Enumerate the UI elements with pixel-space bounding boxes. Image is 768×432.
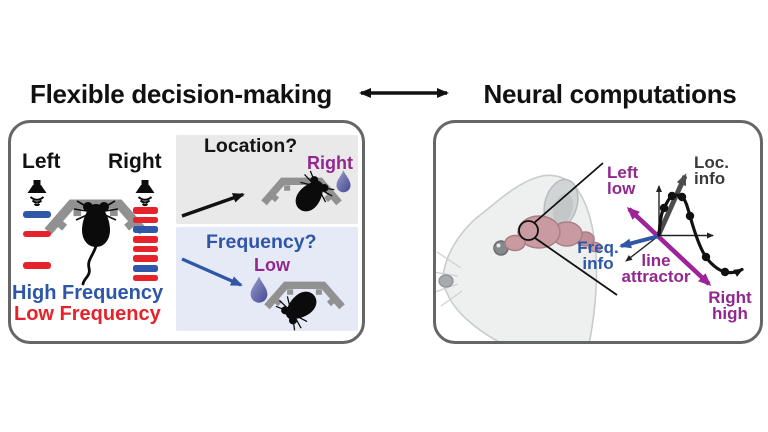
low-frequency-bar [23, 230, 51, 237]
curve-dot [677, 192, 687, 202]
left-bar-stack [23, 211, 51, 271]
loc-info-line2: info [694, 168, 726, 188]
low-frequency-bar [133, 274, 158, 282]
low-frequency-bar [133, 216, 158, 224]
brain-zoom-line-upper [533, 162, 604, 224]
location-arrow-icon [181, 192, 245, 218]
right-bar-stack [133, 207, 158, 282]
curve-dot [659, 203, 669, 213]
right-speaker-label: Right [108, 150, 162, 173]
right-high-label: Right high [704, 288, 756, 323]
tuning-curve-dots [659, 191, 730, 277]
line-attractor-label: line attractor [617, 251, 695, 286]
left-title: Flexible decision-making [30, 79, 332, 109]
low-frequency-bar [133, 245, 158, 253]
right-title: Neural computations [483, 79, 737, 109]
frequency-question: Frequency? [206, 231, 317, 253]
whiskers-icon [433, 251, 463, 307]
behavior-panel: Left Right High Frequency Low Frequency … [8, 120, 365, 344]
left-low-line1: Left [607, 163, 639, 182]
freq-info-line1: Freq. [577, 238, 619, 257]
loc-info-arrow [656, 173, 688, 236]
line-attractor-line2: attractor [621, 266, 691, 286]
location-question: Location? [204, 135, 298, 157]
right-high-line2: high [712, 303, 748, 323]
loc-info-line1: Loc. [694, 153, 729, 172]
left-speaker-label: Left [22, 150, 61, 173]
freq-info-arrow [619, 234, 660, 249]
loc-info-label: Loc. info [694, 153, 729, 188]
frequency-question-box [176, 227, 358, 331]
location-mouse-icon [285, 168, 337, 221]
curve-dot [701, 252, 711, 262]
right-speaker-icon [134, 179, 156, 207]
low-frequency-bar [23, 262, 51, 269]
location-answer: Right [307, 153, 353, 173]
right-high-line1: Right [708, 288, 752, 307]
line-attractor-arrow [626, 206, 712, 287]
high-frequency-bar [133, 265, 158, 272]
low-frequency-bar [133, 236, 158, 243]
brain-zoom-line-lower [534, 237, 618, 296]
frequency-answer: Low [254, 255, 290, 275]
low-frequency-bar [133, 255, 158, 262]
low-frequency-legend: Low Frequency [14, 303, 161, 325]
high-frequency-legend: High Frequency [12, 282, 164, 304]
high-frequency-bar [23, 211, 51, 218]
curve-dot [685, 211, 695, 221]
double-arrow-icon [359, 88, 449, 98]
frequency-arrow-icon [181, 257, 243, 287]
freq-info-label: Freq. info [575, 238, 621, 273]
low-frequency-bar [133, 207, 158, 214]
line-attractor-line1: line [641, 251, 671, 270]
freq-info-line2: info [582, 253, 614, 273]
left-low-line2: low [607, 178, 636, 198]
frequency-droplet-icon [250, 276, 268, 303]
mouse-head-illustration [433, 162, 618, 344]
left-low-label: Left low [607, 163, 639, 198]
neural-panel: Left low Loc. info Freq. info line attra… [433, 120, 763, 344]
high-frequency-bar [133, 226, 158, 233]
curve-dot [667, 191, 677, 201]
nose-icon [438, 274, 454, 288]
brain-zoom-circle [518, 220, 539, 241]
curve-dot [720, 267, 730, 277]
left-speaker-icon [26, 179, 48, 207]
